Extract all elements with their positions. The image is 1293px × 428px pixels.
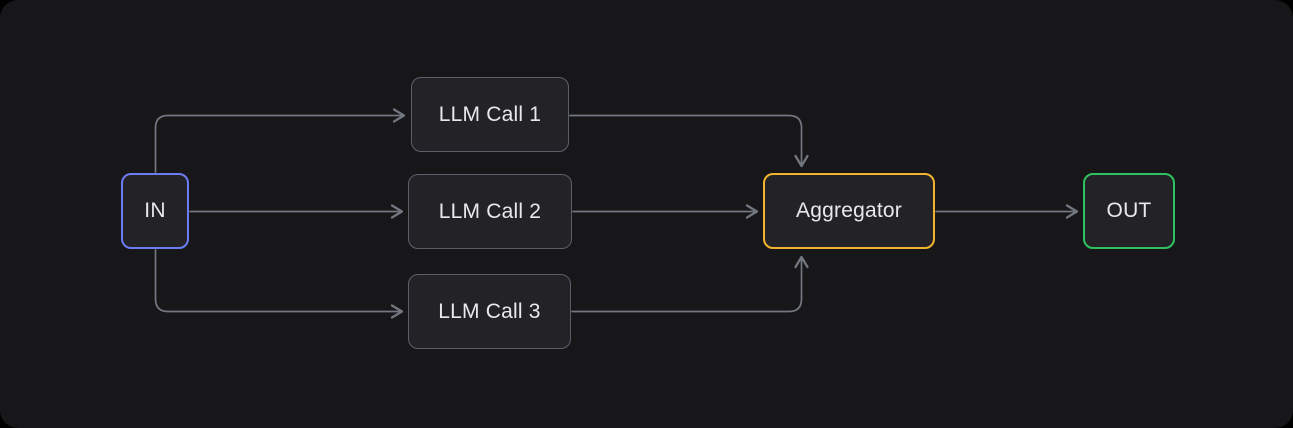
edge-llm3-aggregator (571, 255, 809, 313)
node-llm-call-2: LLM Call 2 (408, 174, 572, 249)
node-in-label: IN (144, 199, 166, 222)
node-out-label: OUT (1106, 199, 1152, 222)
node-in: IN (121, 173, 189, 249)
node-aggregator: Aggregator (763, 173, 935, 249)
node-llm-call-1-label: LLM Call 1 (438, 102, 542, 126)
edge-in-llm3 (154, 249, 404, 319)
edge-in-llm1 (154, 108, 406, 173)
edge-llm1-aggregator (569, 114, 809, 168)
node-llm-call-2-label: LLM Call 2 (438, 199, 542, 223)
node-llm-call-1: LLM Call 1 (411, 77, 569, 152)
node-aggregator-label: Aggregator (796, 199, 902, 222)
node-llm-call-3-label: LLM Call 3 (438, 299, 541, 323)
node-llm-call-3: LLM Call 3 (408, 274, 571, 349)
node-out: OUT (1083, 173, 1175, 249)
